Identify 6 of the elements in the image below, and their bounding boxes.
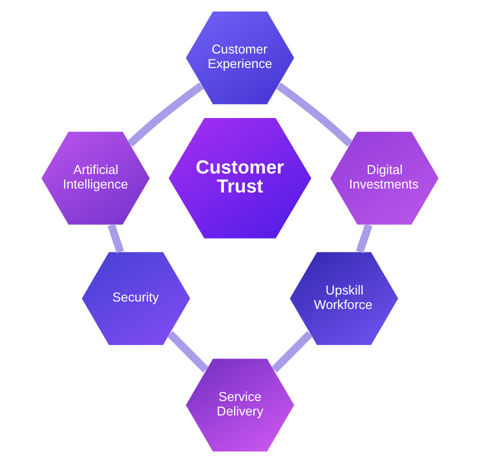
connector	[108, 224, 124, 254]
connector	[167, 331, 209, 373]
connector	[127, 82, 204, 147]
connector	[356, 224, 372, 254]
connector	[271, 331, 313, 373]
connector	[276, 82, 353, 147]
